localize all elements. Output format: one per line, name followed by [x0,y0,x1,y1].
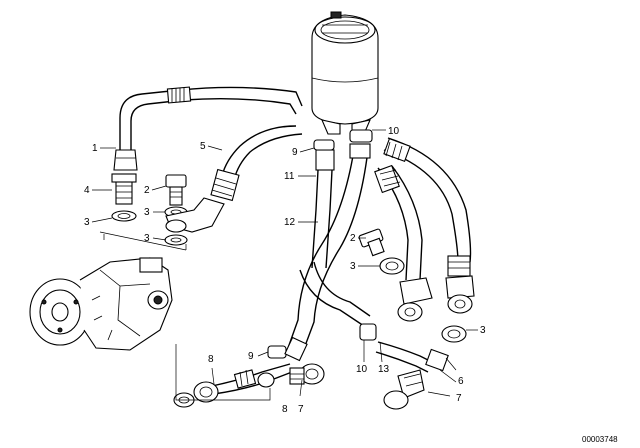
callout-6: 6 [458,376,464,387]
drawing-code: 00003748 [582,435,618,444]
callout-2b: 2 [350,233,356,244]
sealing-ring-3a[interactable] [111,210,137,222]
power-steering-pump[interactable] [29,257,173,351]
callout-8b: 8 [282,404,288,415]
hose-clamp-10b[interactable] [359,323,377,341]
callout-3b: 3 [144,233,150,244]
hollow-bolt-2b[interactable] [358,228,385,257]
callout-3a: 3 [84,217,90,228]
lower-pipe-assembly[interactable] [193,363,325,403]
hose-12[interactable] [287,143,371,355]
callout-8a: 8 [208,354,214,365]
callout-1: 1 [92,143,98,154]
hose-clamp-9b[interactable] [267,345,287,359]
upper-hose[interactable] [113,86,303,171]
sealing-ring-3e[interactable] [441,325,467,343]
banjo-fittings-right[interactable] [397,275,475,322]
pipe-13[interactable] [375,341,449,373]
callout-7a: 7 [298,404,304,415]
callout-9b: 9 [248,351,254,362]
hollow-bolt-2[interactable] [165,174,187,206]
callout-3d: 3 [350,261,356,272]
callout-13: 13 [378,364,390,375]
callout-4: 4 [84,185,90,196]
sealing-ring-3d[interactable] [379,257,405,275]
callout-5: 5 [200,141,206,152]
callout-9a: 9 [292,147,298,158]
sealing-ring-3b[interactable] [164,234,188,246]
callout-7b: 7 [456,393,462,404]
callout-3c: 3 [144,207,150,218]
fluid-reservoir[interactable] [311,11,379,135]
callout-10a: 10 [388,126,400,137]
lower-hose-end[interactable] [284,336,308,362]
right-hose-outer[interactable] [383,137,472,277]
hollow-bolt-7b[interactable] [383,369,425,410]
callout-2a: 2 [144,185,150,196]
leader-lines [91,129,478,401]
hose-clamp-9a[interactable] [313,139,335,151]
callout-11: 11 [284,171,295,182]
right-hose-inner[interactable] [374,164,423,281]
union-fitting-4[interactable] [111,173,137,205]
hose-11[interactable] [311,149,335,269]
callout-labels: 1 4 3 3 2 3 5 9 10 11 12 2 3 3 8 9 10 13… [84,126,618,444]
pressure-hose-5[interactable] [165,125,303,233]
callout-10b: 10 [356,364,368,375]
callout-12: 12 [284,217,296,228]
hose-clamp-10a[interactable] [349,129,373,143]
callout-3e: 3 [480,325,486,336]
